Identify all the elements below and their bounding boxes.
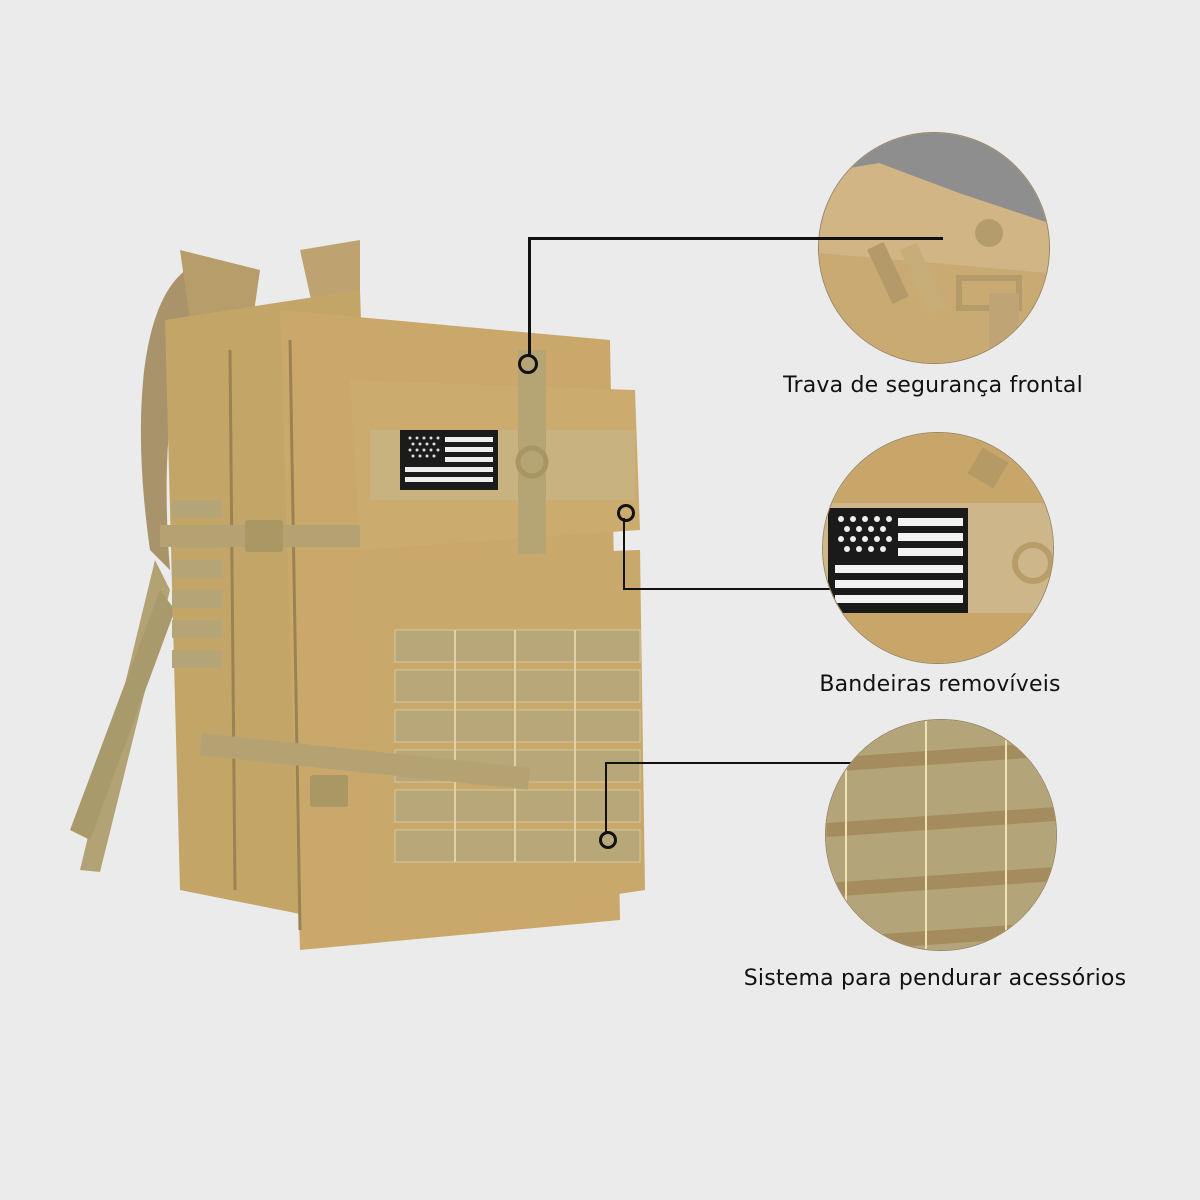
feature-circle-molle	[825, 719, 1057, 951]
callout-line-2-horizontal	[623, 588, 873, 590]
molle-closeup-image	[826, 720, 1056, 950]
feature-label-molle: Sistema para pendurar acessórios	[743, 966, 1127, 991]
callout-dot-1	[518, 354, 538, 374]
callout-line-3-horizontal	[605, 762, 861, 764]
flag-closeup-image	[823, 433, 1053, 663]
callout-line-1-inner	[818, 237, 943, 240]
callout-line-3-vertical	[605, 762, 607, 832]
callout-line-2-vertical	[623, 518, 625, 589]
callout-dot-2	[617, 504, 635, 522]
buckle-closeup-image	[819, 133, 1049, 363]
feature-label-buckle: Trava de segurança frontal	[783, 373, 1083, 398]
callout-dot-3	[599, 831, 617, 849]
callout-line-1-horizontal	[528, 237, 942, 240]
callout-line-1-vertical	[528, 237, 531, 357]
feature-label-flag: Bandeiras removíveis	[819, 672, 1061, 697]
feature-circle-buckle	[818, 132, 1050, 364]
feature-circle-flag	[822, 432, 1054, 664]
backpack-illustration	[70, 240, 645, 950]
backpack-image	[60, 230, 660, 990]
